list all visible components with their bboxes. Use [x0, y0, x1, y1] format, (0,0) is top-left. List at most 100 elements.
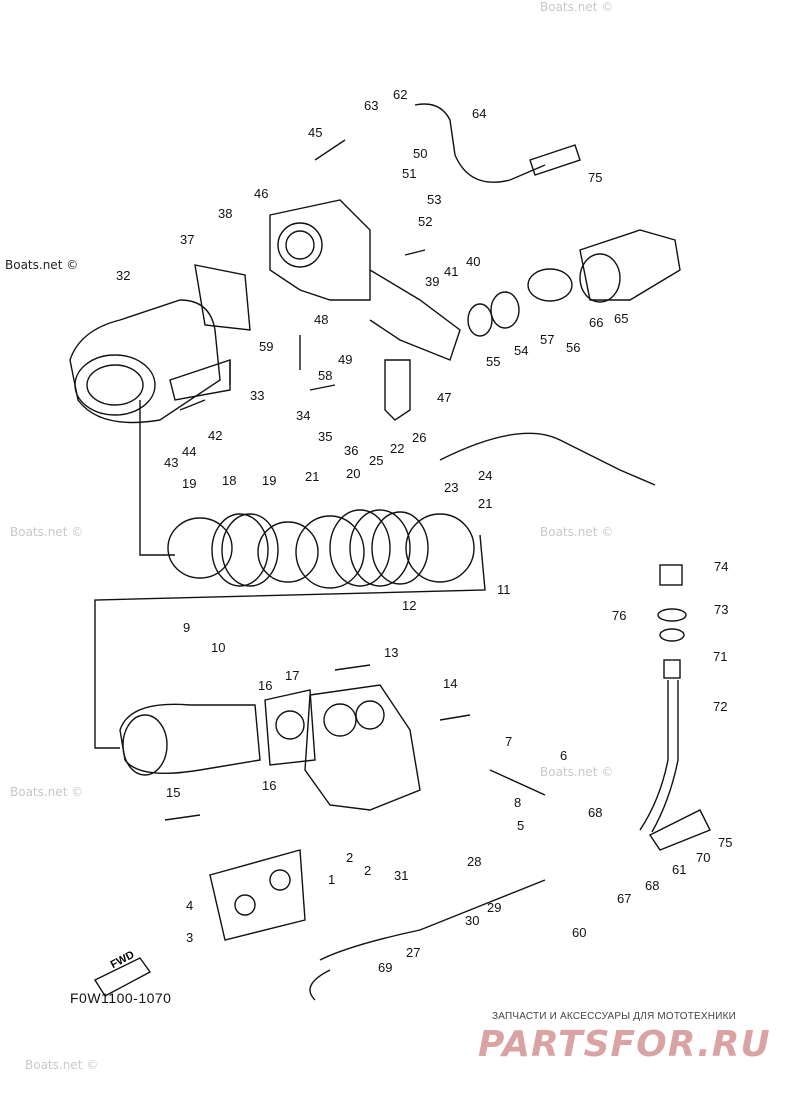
callout-36: 36 [344, 443, 358, 458]
callout-56: 56 [566, 340, 580, 355]
callout-29: 29 [487, 900, 501, 915]
callout-39: 39 [425, 274, 439, 289]
callout-72: 72 [713, 699, 727, 714]
callout-2: 2 [346, 850, 353, 865]
callout-45: 45 [308, 125, 322, 140]
callout-14: 14 [443, 676, 457, 691]
callout-16: 16 [258, 678, 272, 693]
callout-53: 53 [427, 192, 441, 207]
callout-20: 20 [346, 466, 360, 481]
callout-68: 68 [645, 878, 659, 893]
muffler-part [467, 229, 681, 337]
callout-37: 37 [180, 232, 194, 247]
callout-52: 52 [418, 214, 432, 229]
gasket-part [194, 264, 251, 331]
callout-62: 62 [393, 87, 407, 102]
callout-5: 5 [517, 818, 524, 833]
hose-part [414, 103, 546, 183]
flush-kit-part [639, 564, 711, 851]
callout-24: 24 [478, 468, 492, 483]
callout-32: 32 [116, 268, 130, 283]
upper-housing-part [269, 199, 461, 361]
callout-27: 27 [406, 945, 420, 960]
callout-11: 11 [497, 582, 511, 597]
callout-54: 54 [514, 343, 528, 358]
watermark: Boats.net © [5, 258, 79, 272]
callout-73: 73 [714, 602, 728, 617]
water-line-part [439, 432, 656, 486]
callout-61: 61 [672, 862, 686, 877]
diagram-code: F0W1100-1070 [70, 990, 172, 1006]
callout-21: 21 [305, 469, 319, 484]
callout-58: 58 [318, 368, 332, 383]
callout-19: 19 [182, 476, 196, 491]
callout-67: 67 [617, 891, 631, 906]
callout-33: 33 [250, 388, 264, 403]
hose-clamps-row [167, 509, 475, 589]
callout-28: 28 [467, 854, 481, 869]
watermark: Boats.net © [10, 525, 84, 539]
callout-55: 55 [486, 354, 500, 369]
callout-16: 16 [262, 778, 276, 793]
callout-25: 25 [369, 453, 383, 468]
callout-34: 34 [296, 408, 310, 423]
callout-22: 22 [390, 441, 404, 456]
callout-12: 12 [402, 598, 416, 613]
manifold-gasket-part [264, 689, 316, 766]
exhaust-chamber-part [69, 299, 231, 424]
callout-57: 57 [540, 332, 554, 347]
callout-1: 1 [328, 872, 335, 887]
callout-48: 48 [314, 312, 328, 327]
callout-42: 42 [208, 428, 222, 443]
callout-40: 40 [466, 254, 480, 269]
callout-17: 17 [285, 668, 299, 683]
watermark: Boats.net © [540, 0, 614, 14]
callout-23: 23 [444, 480, 458, 495]
callout-65: 65 [614, 311, 628, 326]
bracket-part [384, 359, 411, 421]
callout-7: 7 [505, 734, 512, 749]
callout-75: 75 [718, 835, 732, 850]
watermark: Boats.net © [540, 765, 614, 779]
callout-71: 71 [713, 649, 727, 664]
callout-50: 50 [413, 146, 427, 161]
fwd-arrow-icon [93, 957, 152, 997]
bolts [164, 139, 546, 821]
plate-part [209, 849, 306, 941]
callout-68: 68 [588, 805, 602, 820]
hose-fitting-part [529, 144, 581, 176]
callout-4: 4 [186, 898, 193, 913]
callout-59: 59 [259, 339, 273, 354]
callout-26: 26 [412, 430, 426, 445]
callout-21: 21 [478, 496, 492, 511]
callout-38: 38 [218, 206, 232, 221]
watermark: Boats.net © [10, 785, 84, 799]
watermark: Boats.net © [25, 1058, 99, 1072]
callout-8: 8 [514, 795, 521, 810]
callout-51: 51 [402, 166, 416, 181]
manifold-body-part [304, 684, 421, 811]
callout-15: 15 [166, 785, 180, 800]
callout-70: 70 [696, 850, 710, 865]
callout-30: 30 [465, 913, 479, 928]
callout-49: 49 [338, 352, 352, 367]
callout-76: 76 [612, 608, 626, 623]
callout-47: 47 [437, 390, 451, 405]
callout-75: 75 [588, 170, 602, 185]
callout-69: 69 [378, 960, 392, 975]
brand-logo: PARTSFOR.RU [478, 1024, 771, 1065]
callout-18: 18 [222, 473, 236, 488]
callout-35: 35 [318, 429, 332, 444]
exhaust-manifold-part [119, 703, 261, 776]
brand-tagline: ЗАПЧАСТИ И АКСЕССУАРЫ ДЛЯ МОТОТЕХНИКИ [492, 1011, 737, 1022]
callout-10: 10 [211, 640, 225, 655]
callout-19: 19 [262, 473, 276, 488]
callout-64: 64 [472, 106, 486, 121]
callout-46: 46 [254, 186, 268, 201]
callout-31: 31 [394, 868, 408, 883]
callout-13: 13 [384, 645, 398, 660]
callout-60: 60 [572, 925, 586, 940]
callout-66: 66 [589, 315, 603, 330]
